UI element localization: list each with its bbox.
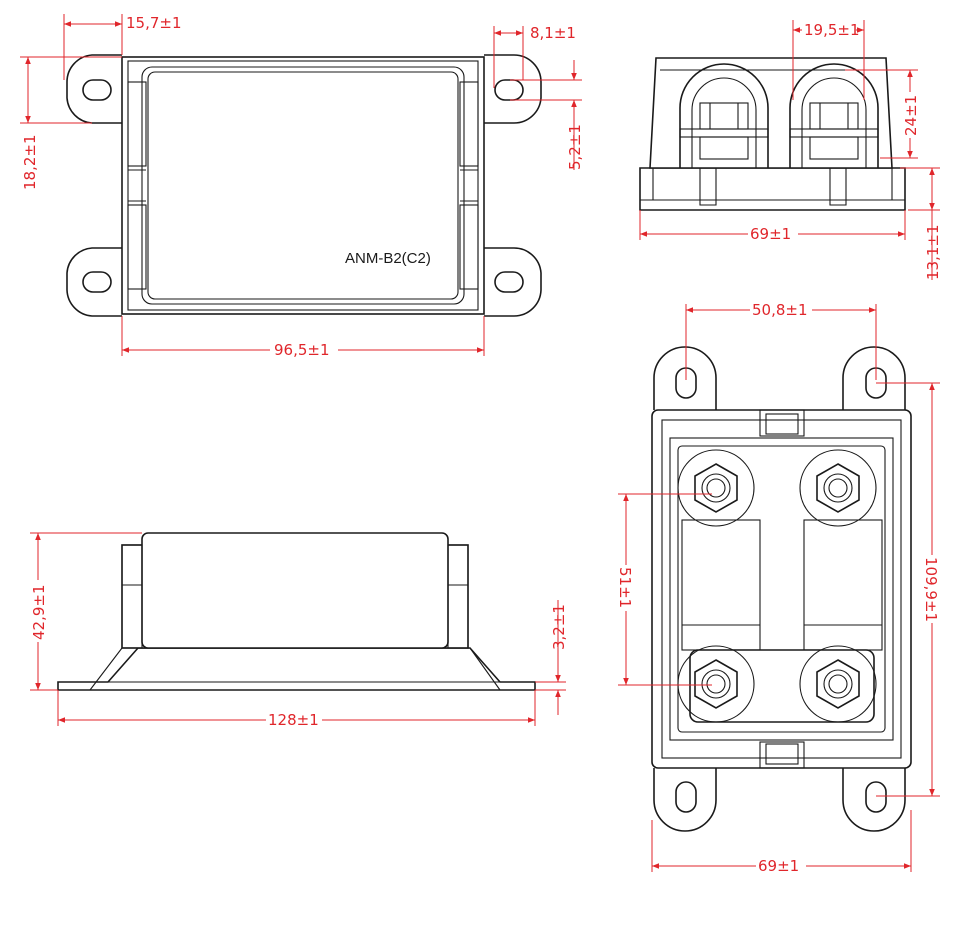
dim-top-hole-offset: 15,7±1 xyxy=(63,14,182,80)
dim-label: 5,2±1 xyxy=(566,124,584,170)
dim-top-body-width: 96,5±1 xyxy=(121,316,485,360)
top-view-ear xyxy=(484,247,542,317)
dim-label: 69±1 xyxy=(758,857,799,875)
dim-label: 42,9±1 xyxy=(30,584,48,640)
dim-side-flange: 3,2±1 xyxy=(535,600,568,715)
dim-front-stud-spacing: 51±1 xyxy=(614,493,712,686)
dim-label: 8,1±1 xyxy=(530,24,576,42)
dim-label: 50,8±1 xyxy=(752,301,808,319)
dim-end-stud-spacing: 19,5±1 xyxy=(792,20,865,100)
top-view-ear xyxy=(66,54,122,124)
dim-end-cap-height: 24±1 xyxy=(845,69,920,159)
front-view-stud xyxy=(799,449,877,527)
end-view: 19,5±1 24±1 13,1±1 69±1 xyxy=(639,20,942,280)
dim-end-base-height: 13,1±1 xyxy=(900,167,942,280)
dim-label: 51±1 xyxy=(616,567,634,608)
end-view-terminal xyxy=(679,63,769,168)
dim-front-hole-spacing: 50,8±1 xyxy=(685,300,877,380)
top-view-ear xyxy=(484,54,542,124)
dim-top-ear-width: 8,1±1 xyxy=(493,24,576,88)
front-view-ear xyxy=(653,768,717,832)
front-view-stud xyxy=(799,645,877,723)
dim-label: 96,5±1 xyxy=(274,341,330,359)
dim-top-ear-height: 18,2±1 xyxy=(20,56,122,190)
front-view-ear xyxy=(653,346,717,410)
side-view: 42,9±1 3,2±1 128±1 xyxy=(28,532,568,730)
front-view-stud xyxy=(677,645,755,723)
dim-top-slot-height: 5,2±1 xyxy=(510,60,584,170)
top-view-ear xyxy=(66,247,122,317)
dim-label: 24±1 xyxy=(902,95,920,136)
dim-front-length: 109,9±1 xyxy=(876,382,944,797)
front-view: 50,8±1 51±1 109,9±1 69±1 xyxy=(614,300,944,876)
dim-label: 15,7±1 xyxy=(126,14,182,32)
dim-side-height: 42,9±1 xyxy=(28,532,142,691)
dim-label: 69±1 xyxy=(750,225,791,243)
front-view-ear xyxy=(842,346,906,410)
dim-end-width: 69±1 xyxy=(639,210,906,244)
part-label: ANM-B2(C2) xyxy=(345,250,431,267)
dim-label: 18,2±1 xyxy=(21,134,39,190)
front-view-stud xyxy=(677,449,755,527)
dim-front-width: 69±1 xyxy=(651,810,912,876)
dim-label: 13,1±1 xyxy=(924,224,942,280)
dim-side-length: 128±1 xyxy=(57,690,536,730)
dim-label: 128±1 xyxy=(268,711,319,729)
front-view-ear xyxy=(842,768,906,832)
dim-label: 19,5±1 xyxy=(804,21,860,39)
top-view: ANM-B2(C2) 15,7±1 8,1±1 18,2±1 5,2±1 xyxy=(20,14,584,360)
dim-label: 3,2±1 xyxy=(550,604,568,650)
dim-label: 109,9±1 xyxy=(922,557,940,622)
top-view-body xyxy=(121,56,485,315)
